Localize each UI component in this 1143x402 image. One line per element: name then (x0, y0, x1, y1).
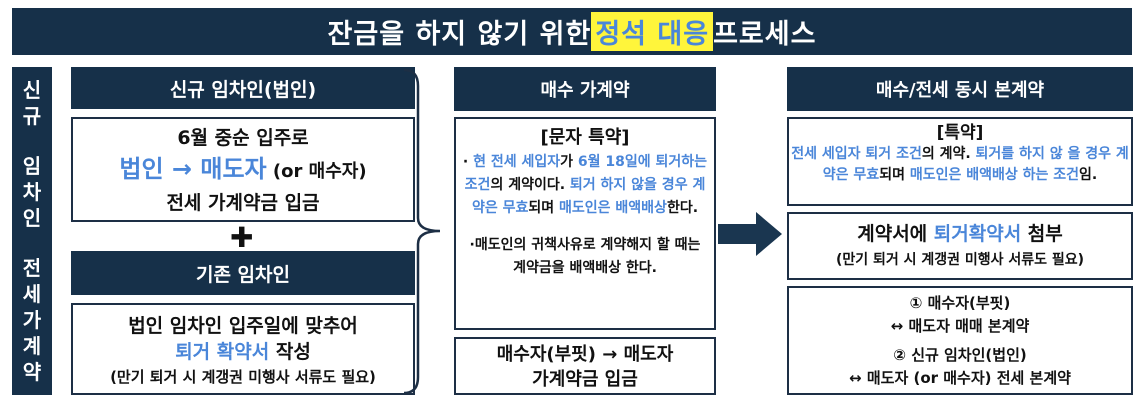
new-tenant-line3: 전세 가계약금 입금 (166, 192, 320, 214)
special-text-part: 임. (1079, 167, 1098, 183)
clause-double-compensation: 매도인은 배액배상 (559, 200, 667, 216)
old-tenant-header: 기존 임차인 (71, 251, 415, 295)
special-void-condition: 퇴거를 하지 않 을 경우 계약은 무효 (822, 146, 1129, 183)
side-char: 가 (22, 308, 42, 332)
new-tenant-header: 신규 임차인(법인) (71, 67, 415, 109)
attach-note: (만기 퇴거 시 계갱권 미행사 서류도 필요) (835, 252, 1085, 268)
side-group-tenant: 임 차 인 (23, 153, 41, 231)
attach-pledge-name: 퇴거확약서 (933, 223, 1022, 245)
attach-line: 계약서에 퇴거확약서 첨부 (789, 221, 1131, 248)
clause-paragraph-1: · 현 전세 세입자가 6월 18일에 퇴거하는 조건의 계약이다. 퇴거 하지… (462, 151, 708, 220)
text-clause-box: [문자 특약] · 현 전세 세입자가 6월 18일에 퇴거하는 조건의 계약이… (454, 117, 716, 330)
clause-text: 가 (560, 154, 578, 170)
special-compensation: 매도인은 배액배상 하는 조건 (909, 167, 1080, 183)
old-tenant-line2: 퇴거 확약서 작성 (73, 339, 413, 365)
deposit-line1: 매수자(부핏) → 매도자 (496, 344, 674, 365)
clause-void-condition: 퇴거 하지 않을 경우 계약은 무효 (471, 177, 706, 216)
special-tenant-condition: 전세 세입자 퇴거 조건 (791, 146, 922, 162)
corp-to-seller-text: 법인 → 매도자 (119, 155, 267, 183)
clause-text: 의 계약이다. (490, 177, 570, 193)
special-text: 전세 세입자 퇴거 조건의 계약. 퇴거를 하지 않 을 경우 계약은 무효되며… (789, 144, 1131, 186)
clause-current-tenant: 현 전세 세입자 (473, 154, 561, 170)
side-char: 신 (22, 78, 42, 102)
final-item-1-title: ① 매수자(부핏) (909, 294, 1011, 312)
side-char: 임 (22, 154, 42, 178)
title-highlight: 정석 대응 (591, 12, 714, 51)
side-char: 규 (22, 104, 42, 128)
clause-text: 한다. (666, 200, 699, 216)
side-char: 전 (22, 256, 42, 280)
side-char: 약 (22, 360, 42, 384)
final-item-2-detail: ↔ 매도자 (or 매수자) 전세 본계약 (849, 369, 1071, 387)
clause-title: [문자 특약] (540, 127, 630, 148)
side-char: 세 (22, 282, 42, 306)
old-tenant-box: 법인 임차인 입주일에 맞추어 퇴거 확약서 작성 (만기 퇴거 시 계갱권 미… (71, 303, 415, 395)
special-text-part: 되며 (879, 167, 910, 183)
side-char: 인 (22, 206, 42, 230)
clause-text: 되며 (528, 200, 560, 216)
main-contract-header: 매수/전세 동시 본계약 (787, 67, 1133, 111)
new-tenant-line2: 법인 → 매도자 (or 매수자) (73, 151, 413, 190)
special-title: [특약] (936, 123, 984, 143)
special-clause-box: [특약] 전세 세입자 퇴거 조건의 계약. 퇴거를 하지 않 을 경우 계약은… (787, 117, 1133, 206)
final-item-2-title: ② 신규 임차인(법인) (893, 346, 1027, 364)
old-tenant-note: (만기 퇴거 시 계갱권 미행사 서류도 필요) (110, 368, 376, 386)
side-group-contract: 전 세 가 계 약 (23, 255, 41, 385)
title-text-end: 프로세스 (713, 19, 817, 50)
attach-text: 계약서에 (857, 223, 934, 245)
attach-pledge-box: 계약서에 퇴거확약서 첨부 (만기 퇴거 시 계갱권 미행사 서류도 필요) (787, 212, 1133, 280)
clause-bullet: · (462, 154, 474, 170)
right-arrow-icon (718, 212, 782, 256)
side-group-new: 신 규 (23, 77, 41, 129)
page-title: 잔금을 하지 않기 위한 정석 대응 프로세스 (12, 8, 1132, 55)
final-contracts-box: ① 매수자(부핏) ↔ 매도자 매매 본계약 ② 신규 임차인(법인) ↔ 매도… (787, 286, 1133, 395)
special-text-part: 의 계약. (921, 146, 976, 162)
new-tenant-box: 6월 중순 입주로 법인 → 매도자 (or 매수자) 전세 가계약금 입금 (71, 117, 415, 222)
curly-brace-icon (403, 68, 441, 395)
purchase-header: 매수 가계약 (454, 67, 716, 111)
side-char: 계 (22, 334, 42, 358)
title-text: 잔금을 하지 않기 위한 (327, 19, 592, 50)
eviction-pledge-text: 퇴거 확약서 (175, 341, 270, 363)
attach-text-end: 첨부 (1021, 223, 1063, 245)
clause-paragraph-2: ·매도인의 귀책사유로 계약해지 할 때는 계약금을 배액배상 한다. (469, 237, 701, 276)
final-item-1-detail: ↔ 매도자 매매 본계약 (890, 317, 1030, 335)
old-tenant-line2-rest: 작성 (269, 341, 311, 363)
deposit-line2: 가계약금 입금 (532, 369, 638, 390)
vertical-side-label: 신 규 임 차 인 전 세 가 계 약 (12, 67, 52, 395)
deposit-payment-box: 매수자(부핏) → 매도자 가계약금 입금 (454, 337, 716, 395)
side-char: 차 (22, 180, 42, 204)
new-tenant-line1: 6월 중순 입주로 (177, 127, 309, 149)
clause-move-out-condition: 6월 18일에 퇴거하는 조건 (464, 154, 708, 193)
or-buyer-text: (or 매수자) (266, 161, 367, 182)
plus-icon: ✚ (230, 221, 254, 254)
old-tenant-line1: 법인 임차인 입주일에 맞추어 (128, 315, 358, 337)
